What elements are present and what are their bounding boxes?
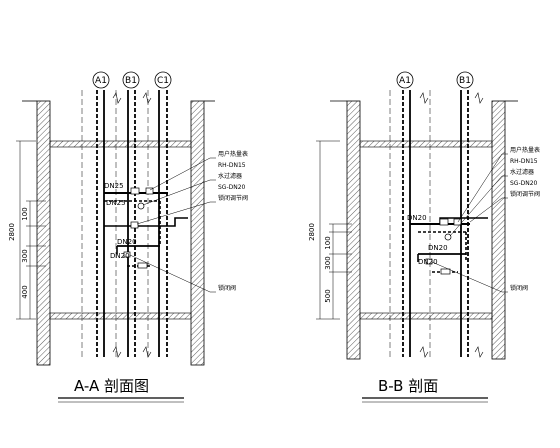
axis-bubble-a1: A1 — [396, 71, 414, 89]
svg-text:RH-DN15: RH-DN15 — [510, 158, 538, 165]
valves-b — [425, 218, 462, 275]
slab-bottom-b — [359, 312, 493, 320]
dim-part: 100 — [324, 236, 332, 249]
svg-text:RH-DN15: RH-DN15 — [218, 162, 246, 169]
pipe-label: DN20 — [428, 244, 448, 252]
wall-right-b — [491, 100, 506, 360]
pipe-label: DN20 — [117, 238, 137, 246]
dim-part: 500 — [324, 289, 332, 302]
dimensions-b — [316, 140, 352, 320]
axis-bubble-b1: B1 — [456, 71, 474, 89]
dim-part: 100 — [21, 207, 29, 220]
dim-total-a: 2800 — [8, 223, 16, 241]
svg-text:SG-DN20: SG-DN20 — [218, 184, 246, 191]
svg-text:B1: B1 — [459, 76, 471, 86]
dim-part: 300 — [21, 249, 29, 262]
pipe-label: DN25 — [106, 199, 126, 207]
svg-text:锁闭调节阀: 锁闭调节阀 — [510, 190, 540, 198]
section-a: A1 B1 C1 — [8, 71, 248, 403]
axis-bubble-b1: B1 — [122, 71, 140, 89]
svg-text:A1: A1 — [95, 76, 107, 86]
svg-text:锁闭阀: 锁闭阀 — [510, 284, 528, 292]
section-b: A1 B1 — [308, 71, 540, 403]
dim-part: 400 — [21, 285, 29, 298]
callouts-b: 用户热量表 RH-DN15 水过滤器 SG-DN20 锁闭调节阀 锁闭阀 — [431, 146, 540, 293]
svg-text:水过滤器: 水过滤器 — [218, 172, 242, 180]
risers-a — [81, 90, 168, 357]
axis-bubble-c1: C1 — [154, 71, 172, 89]
dimensions-a — [16, 140, 46, 320]
dim-total-b: 2800 — [308, 223, 316, 241]
section-title-a: A-A 剖面图 — [74, 377, 149, 395]
svg-text:C1: C1 — [157, 76, 169, 86]
pipe-label: DN20 — [110, 252, 130, 260]
wall-right-a — [190, 100, 205, 366]
svg-text:用户热量表: 用户热量表 — [510, 146, 540, 154]
dim-part: 300 — [324, 256, 332, 269]
slab-top-a — [49, 140, 192, 148]
axis-bubble-a1: A1 — [92, 71, 110, 89]
pipe-label: DN20 — [407, 214, 427, 222]
pipe-label: DN25 — [104, 182, 124, 190]
callouts-a: 用户热量表 RH-DN15 水过滤器 SG-DN20 锁闭调节阀 锁闭阀 — [129, 150, 248, 293]
wall-left-a — [36, 100, 51, 366]
svg-text:锁闭阀: 锁闭阀 — [218, 284, 236, 292]
svg-text:用户热量表: 用户热量表 — [218, 150, 248, 158]
svg-text:A1: A1 — [399, 76, 411, 86]
svg-text:SG-DN20: SG-DN20 — [510, 180, 538, 187]
svg-text:B1: B1 — [125, 76, 137, 86]
slab-bottom-a — [49, 312, 192, 320]
wall-left-b — [346, 100, 361, 360]
svg-text:水过滤器: 水过滤器 — [510, 168, 534, 176]
section-title-b: B-B 剖面 — [378, 377, 438, 395]
svg-text:锁闭调节阀: 锁闭调节阀 — [218, 194, 248, 202]
pipe-label: DN20 — [418, 258, 438, 266]
slab-top-b — [359, 140, 493, 148]
valves-a — [123, 187, 154, 269]
